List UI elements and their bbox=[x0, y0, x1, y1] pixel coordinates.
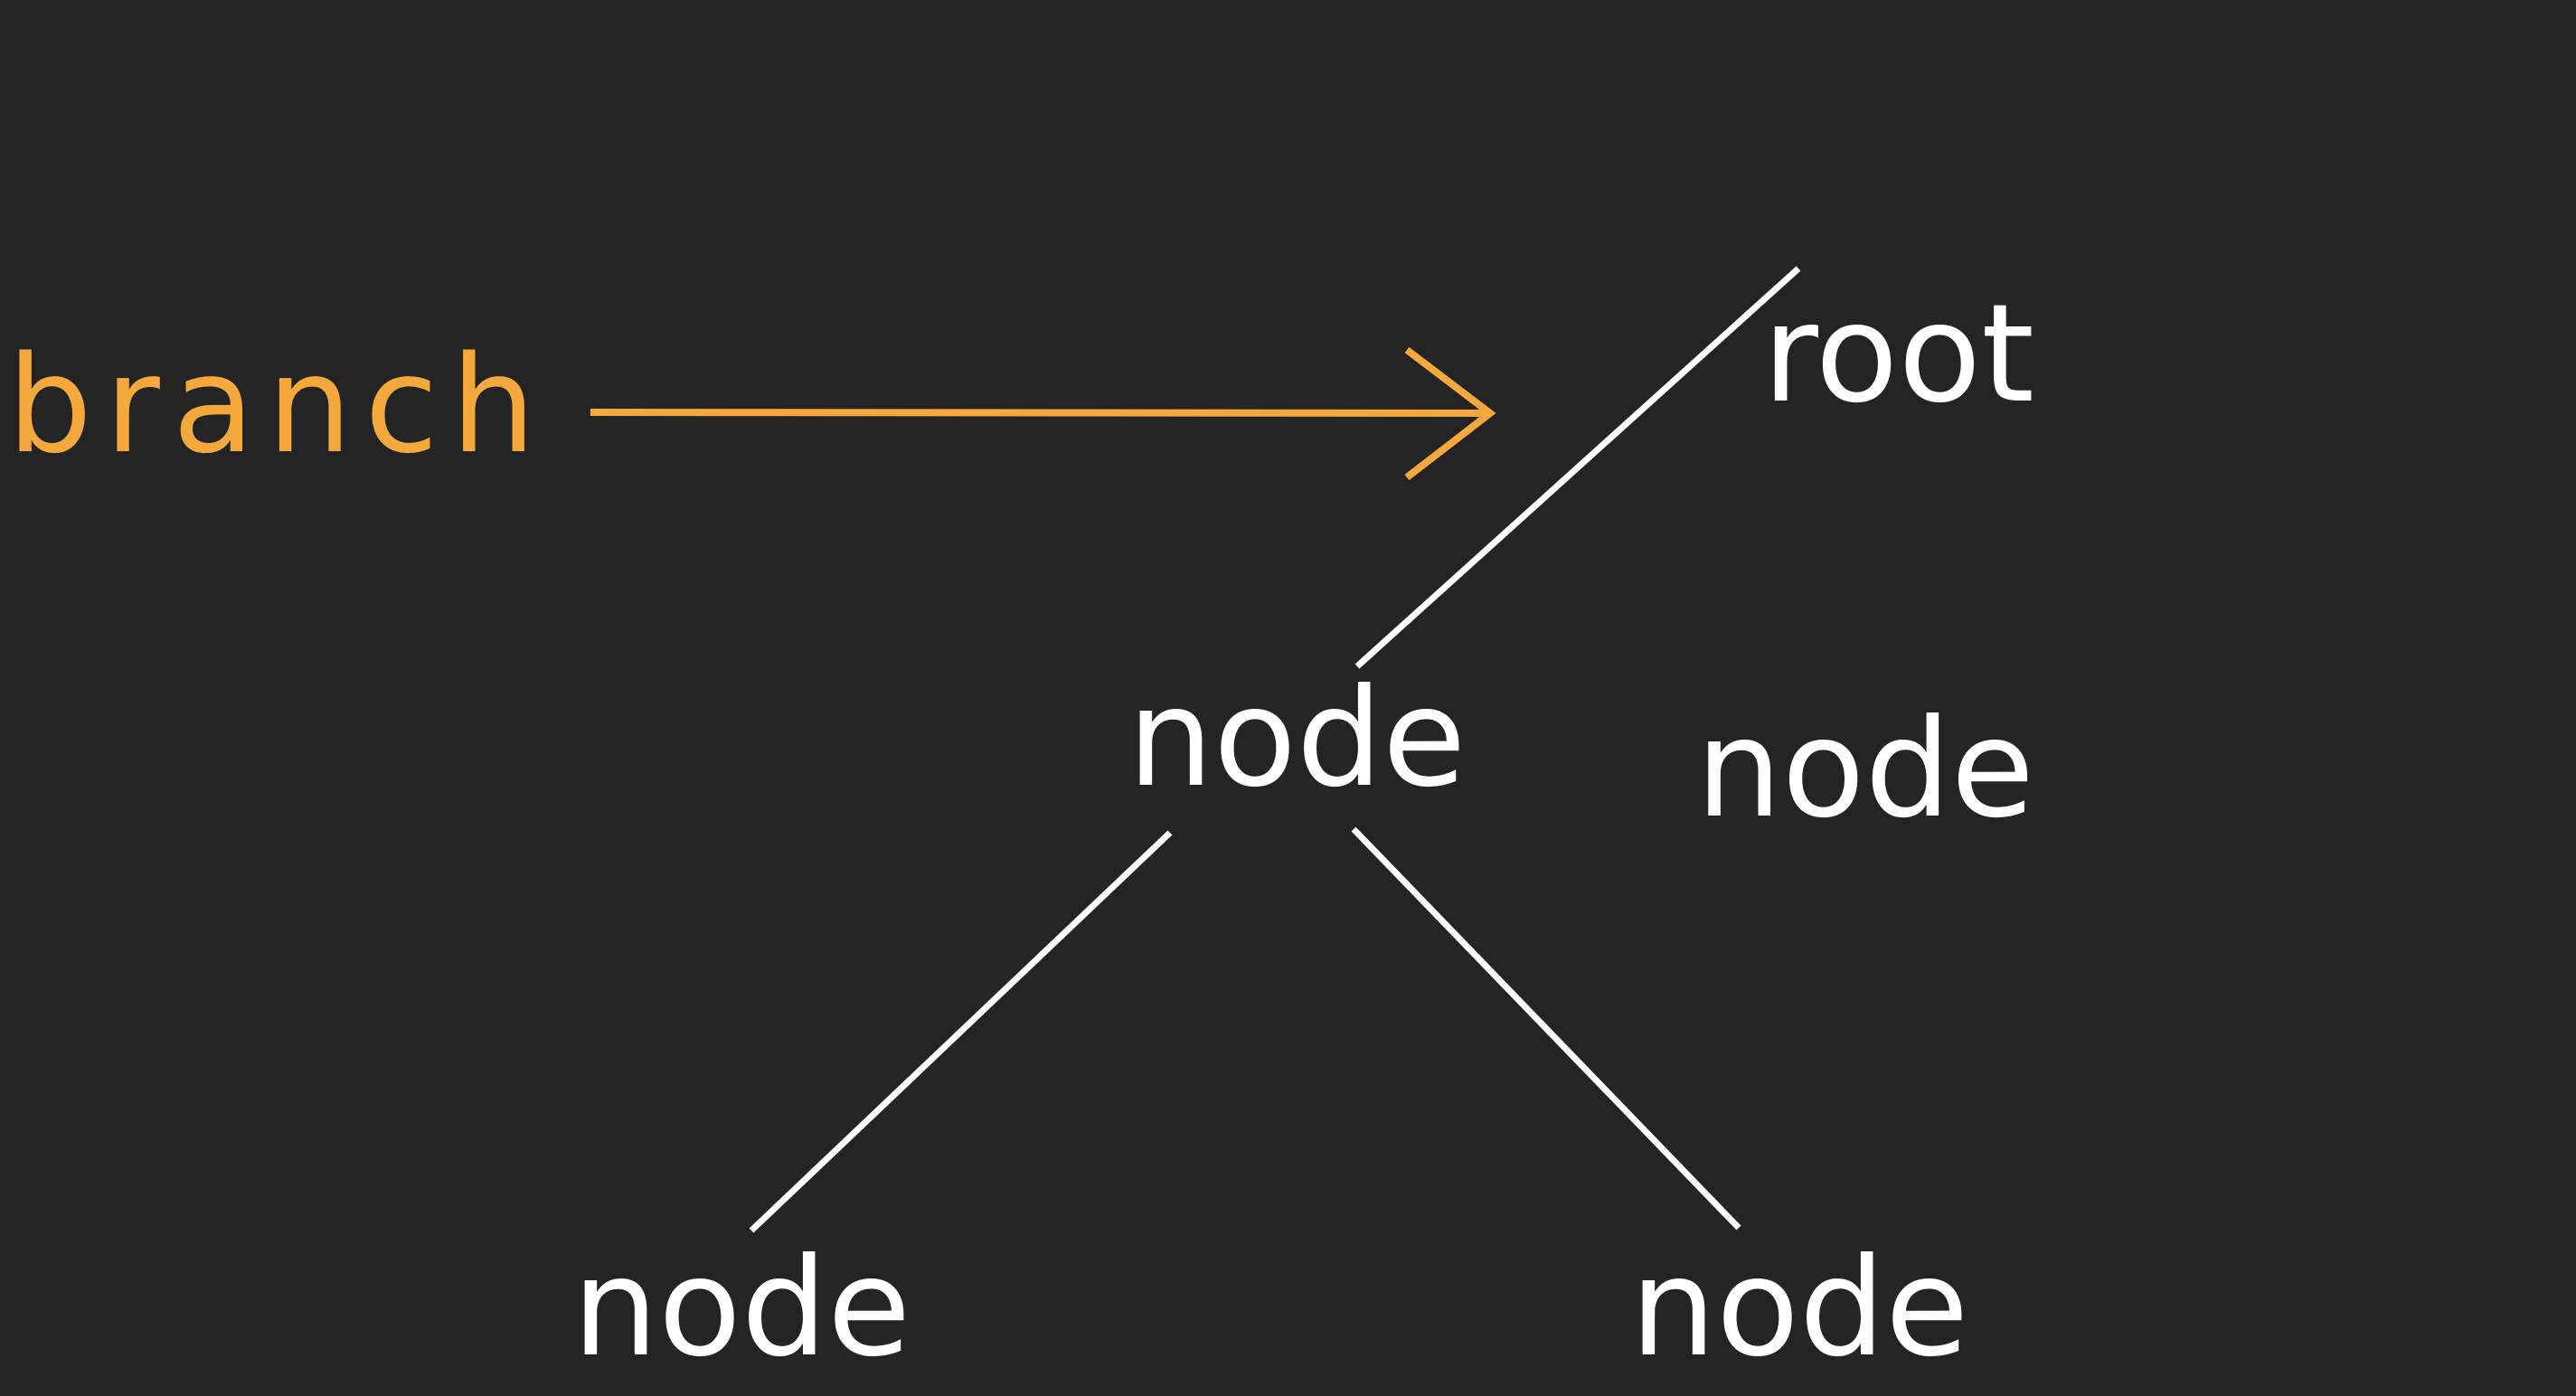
branch-arrow-icon bbox=[590, 346, 1496, 481]
node-root-line-2: node bbox=[1695, 691, 2034, 848]
node-leaf-right[interactable]: node bbox=[1630, 1230, 1969, 1387]
node-leaf-left[interactable]: node bbox=[572, 1230, 911, 1387]
edge-mid-to-leaf-left bbox=[749, 830, 1173, 1233]
edge-root-to-mid bbox=[1354, 266, 1801, 669]
node-root-line-1: root bbox=[1762, 276, 2034, 433]
node-root[interactable]: root node bbox=[1618, 9, 2034, 1116]
edge-mid-to-leaf-right bbox=[1351, 826, 1741, 1231]
node-mid[interactable]: node bbox=[1128, 660, 1467, 817]
branch-arrow-shaft bbox=[590, 409, 1488, 417]
branch-arrow-head bbox=[1404, 346, 1496, 481]
branch-annotation-label: branch bbox=[7, 327, 549, 483]
